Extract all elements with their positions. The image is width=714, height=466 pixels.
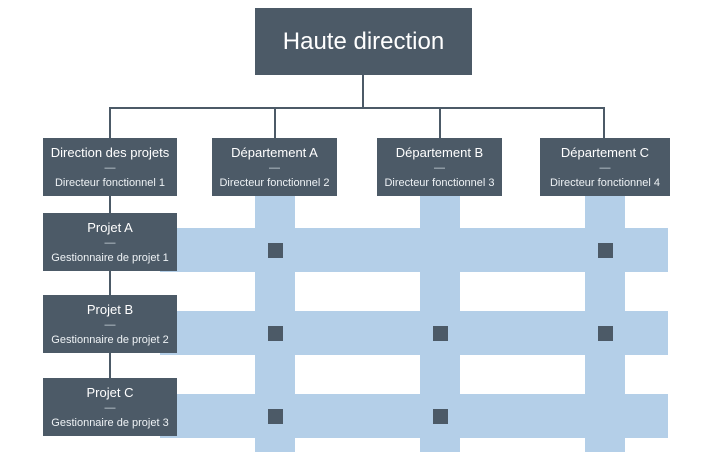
- box-title: Projet B: [86, 301, 134, 317]
- box-separator: —: [104, 236, 116, 249]
- box-subtitle: Gestionnaire de projet 3: [51, 416, 169, 429]
- box-projet-c[interactable]: Projet C — Gestionnaire de projet 3: [43, 378, 177, 436]
- box-projet-a[interactable]: Projet A — Gestionnaire de projet 1: [43, 213, 177, 271]
- box-title: Projet A: [87, 219, 133, 235]
- connector-bus-to-departement-b: [439, 107, 441, 139]
- box-title: Projet C: [86, 384, 134, 400]
- matrix-intersection-projet-b-département-c[interactable]: [597, 325, 613, 341]
- connector-bus-to-departement-a: [274, 107, 276, 139]
- box-haute-direction[interactable]: Haute direction: [255, 8, 472, 75]
- matrix-row-projet-c: [160, 394, 668, 438]
- box-subtitle: Directeur fonctionnel 2: [219, 176, 330, 189]
- matrix-row-projet-a: [160, 228, 668, 272]
- connector-projects-spine: [109, 196, 111, 378]
- connector-bus-to-direction-des-projets: [109, 107, 111, 139]
- box-subtitle: Directeur fonctionnel 1: [54, 176, 166, 189]
- box-separator: —: [104, 401, 116, 414]
- matrix-intersection-projet-b-département-b[interactable]: [432, 325, 448, 341]
- box-separator: —: [104, 161, 116, 174]
- box-title: Haute direction: [282, 27, 445, 55]
- box-title: Département A: [231, 144, 318, 160]
- matrix-intersection-projet-c-département-a[interactable]: [267, 408, 283, 424]
- box-separator: —: [269, 161, 280, 174]
- box-projet-b[interactable]: Projet B — Gestionnaire de projet 2: [43, 295, 177, 353]
- box-separator: —: [599, 161, 611, 174]
- box-separator: —: [434, 161, 445, 174]
- box-direction-des-projets[interactable]: Direction des projets — Directeur foncti…: [43, 138, 177, 196]
- matrix-intersection-projet-c-département-b[interactable]: [432, 408, 448, 424]
- connector-bus-horizontal: [110, 107, 604, 109]
- box-subtitle: Gestionnaire de projet 1: [51, 251, 169, 264]
- box-separator: —: [104, 318, 116, 331]
- box-subtitle: Directeur fonctionnel 4: [549, 176, 661, 189]
- matrix-intersection-projet-a-département-c[interactable]: [597, 242, 613, 258]
- box-title: Département B: [395, 144, 484, 160]
- box-departement-b[interactable]: Département B — Directeur fonctionnel 3: [377, 138, 502, 196]
- box-title: Direction des projets: [50, 144, 170, 160]
- box-departement-c[interactable]: Département C — Directeur fonctionnel 4: [540, 138, 670, 196]
- connector-bus-to-departement-c: [603, 107, 605, 139]
- box-title: Département C: [560, 144, 650, 160]
- matrix-row-projet-b: [160, 311, 668, 355]
- box-departement-a[interactable]: Département A — Directeur fonctionnel 2: [212, 138, 337, 196]
- matrix-intersection-projet-a-département-a[interactable]: [267, 242, 283, 258]
- connector-top-to-bus: [362, 75, 364, 109]
- box-subtitle: Gestionnaire de projet 2: [51, 333, 169, 346]
- box-subtitle: Directeur fonctionnel 3: [384, 176, 495, 189]
- matrix-intersection-projet-b-département-a[interactable]: [267, 325, 283, 341]
